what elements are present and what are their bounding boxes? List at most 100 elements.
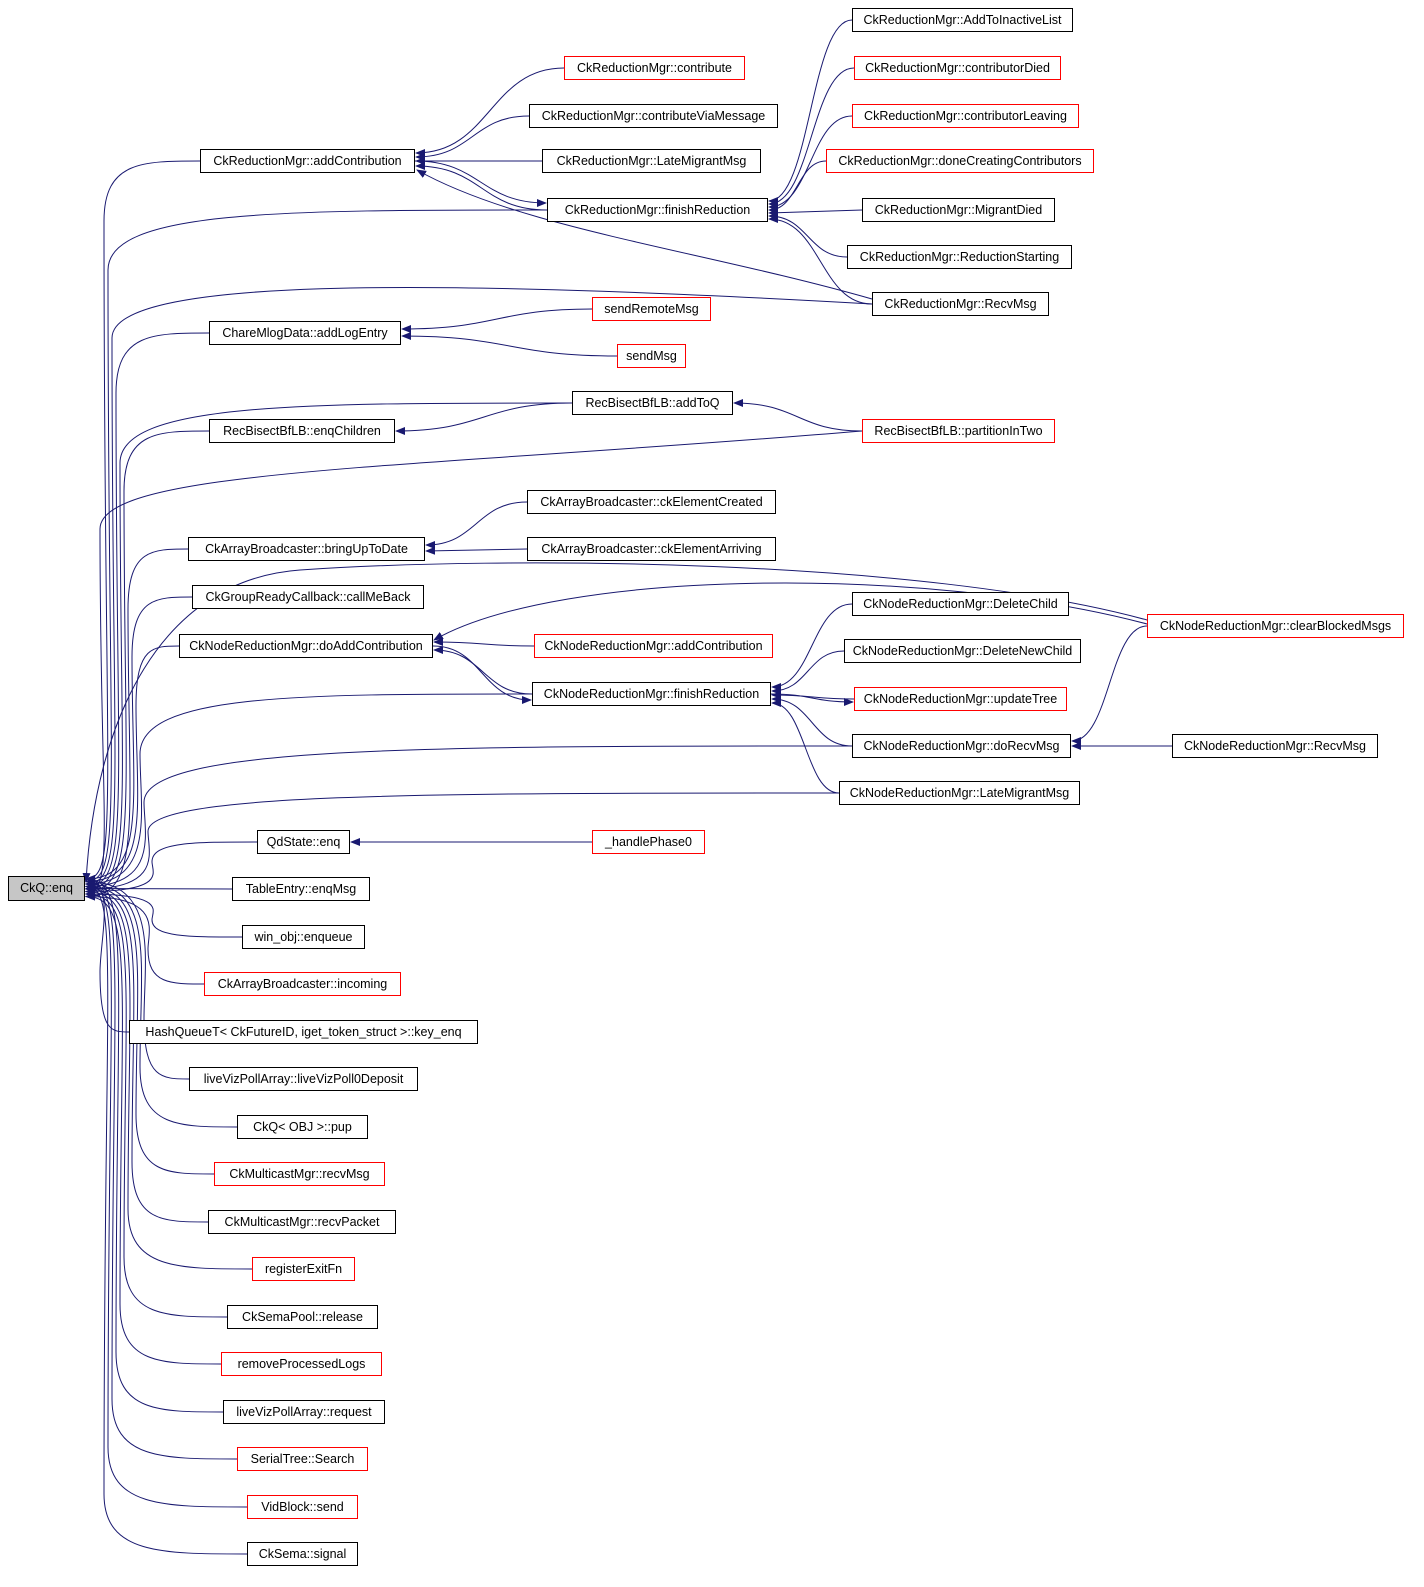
- node-deleteChild[interactable]: CkNodeReductionMgr::DeleteChild: [852, 592, 1069, 616]
- node-contributeViaMessage[interactable]: CkReductionMgr::contributeViaMessage: [529, 104, 778, 128]
- call-edge-send-to-enq: [85, 880, 248, 1508]
- node-finishReduction_n[interactable]: CkNodeReductionMgr::finishReduction: [532, 682, 771, 706]
- node-search[interactable]: SerialTree::Search: [237, 1447, 368, 1471]
- node-recvMsg_n[interactable]: CkNodeReductionMgr::RecvMsg: [1172, 734, 1378, 758]
- call-edge-addToQ-to-enqChildren: [395, 402, 573, 435]
- node-sendMsg[interactable]: sendMsg: [617, 344, 686, 368]
- node-key_enq[interactable]: HashQueueT< CkFutureID, iget_token_struc…: [129, 1020, 478, 1044]
- call-edge-doRecvMsg-to-enq: [85, 745, 853, 891]
- node-reductionStarting[interactable]: CkReductionMgr::ReductionStarting: [847, 245, 1072, 269]
- node-request[interactable]: liveVizPollArray::request: [223, 1400, 385, 1424]
- node-addContribution_n[interactable]: CkNodeReductionMgr::addContribution: [534, 634, 773, 658]
- call-edge-registerExitFn-to-enq: [85, 887, 253, 1270]
- node-partitionInTwo[interactable]: RecBisectBfLB::partitionInTwo: [862, 419, 1055, 443]
- call-edge-doRecvMsg-to-finishReduction_n: [771, 695, 853, 747]
- call-edge-clearBlockedMsgs-to-enq: [82, 562, 1148, 883]
- call-edge-recvPacket-to-enq: [85, 885, 209, 1223]
- call-edge-sendRemoteMsg-to-addLogEntry: [401, 308, 593, 333]
- node-bringUpToDate[interactable]: CkArrayBroadcaster::bringUpToDate: [188, 537, 425, 561]
- node-enqueue[interactable]: win_obj::enqueue: [242, 925, 365, 949]
- call-edge-finishReduction_n-to-updateTree: [770, 693, 854, 706]
- node-doAddContribution[interactable]: CkNodeReductionMgr::doAddContribution: [179, 634, 433, 658]
- node-addToQ[interactable]: RecBisectBfLB::addToQ: [572, 391, 733, 415]
- call-edge-liveVizPoll0Deposit-to-enq: [85, 877, 190, 1080]
- node-qdstate_enq[interactable]: QdState::enq: [257, 830, 350, 854]
- call-edge-recvMsg_mc-to-enq: [85, 882, 215, 1175]
- call-edge-partitionInTwo-to-enq: [85, 430, 863, 898]
- node-pup[interactable]: CkQ< OBJ >::pup: [237, 1115, 368, 1139]
- call-edge-lateMigrantMsg_n-to-enq: [85, 792, 840, 893]
- call-edge-addToInactiveList-to-finishReduction_r: [768, 19, 853, 205]
- node-contributorDied[interactable]: CkReductionMgr::contributorDied: [854, 56, 1061, 80]
- call-edge-migrantDied-to-finishReduction_r: [768, 208, 863, 217]
- call-edge-doneCreatingContributors-to-finishReduction_r: [768, 160, 827, 214]
- node-addContribution_r[interactable]: CkReductionMgr::addContribution: [200, 149, 415, 173]
- call-edge-removeProcessedLogs-to-enq: [85, 892, 222, 1365]
- call-edge-request-to-enq: [85, 875, 224, 1413]
- node-deleteNewChild[interactable]: CkNodeReductionMgr::DeleteNewChild: [844, 639, 1081, 663]
- node-migrantDied[interactable]: CkReductionMgr::MigrantDied: [862, 198, 1055, 222]
- call-edge-deleteNewChild-to-finishReduction_n: [771, 650, 845, 695]
- node-contributorLeaving[interactable]: CkReductionMgr::contributorLeaving: [852, 104, 1079, 128]
- node-incoming[interactable]: CkArrayBroadcaster::incoming: [204, 972, 401, 996]
- node-clearBlockedMsgs[interactable]: CkNodeReductionMgr::clearBlockedMsgs: [1147, 614, 1404, 638]
- call-edge-recvMsg_r-to-addContribution_r: [416, 169, 873, 300]
- call-edge-ckElementArriving-to-bringUpToDate: [425, 546, 528, 555]
- node-finishReduction_r[interactable]: CkReductionMgr::finishReduction: [547, 198, 768, 222]
- call-edge-clearBlockedMsgs-to-doRecvMsg: [1071, 625, 1148, 745]
- node-addLogEntry[interactable]: ChareMlogData::addLogEntry: [209, 321, 401, 345]
- node-enqMsg[interactable]: TableEntry::enqMsg: [232, 877, 370, 901]
- call-edge-recvMsg_r-to-enq: [85, 286, 873, 888]
- node-callMeBack[interactable]: CkGroupReadyCallback::callMeBack: [192, 585, 424, 609]
- call-edge-finishReduction_n-to-doAddContribution: [433, 646, 533, 695]
- call-edge-addLogEntry-to-enq: [85, 332, 210, 891]
- node-addToInactiveList[interactable]: CkReductionMgr::AddToInactiveList: [852, 8, 1073, 32]
- node-recvPacket[interactable]: CkMulticastMgr::recvPacket: [208, 1210, 396, 1234]
- node-recvMsg_r[interactable]: CkReductionMgr::RecvMsg: [872, 292, 1049, 316]
- call-edge-contributeViaMessage-to-addContribution_r: [415, 115, 530, 161]
- call-edge-lateMigrantMsg_n-to-finishReduction_n: [771, 699, 840, 794]
- call-edge-finishReduction_r-to-addContribution_r: [415, 162, 548, 211]
- call-edge-contributorDied-to-finishReduction_r: [768, 67, 855, 208]
- call-edge-addToQ-to-enq: [85, 402, 573, 893]
- node-release[interactable]: CkSemaPool::release: [227, 1305, 378, 1329]
- node-ckElementCreated[interactable]: CkArrayBroadcaster::ckElementCreated: [527, 490, 776, 514]
- node-contribute[interactable]: CkReductionMgr::contribute: [564, 56, 745, 80]
- call-edge-deleteChild-to-finishReduction_n: [771, 603, 853, 691]
- call-edge-sendMsg-to-addLogEntry: [401, 332, 618, 357]
- call-edge-updateTree-to-finishReduction_n: [771, 691, 855, 700]
- node-sendRemoteMsg[interactable]: sendRemoteMsg: [592, 297, 711, 321]
- node-signal[interactable]: CkSema::signal: [247, 1542, 358, 1566]
- node-lateMigrantMsg_n[interactable]: CkNodeReductionMgr::LateMigrantMsg: [839, 781, 1080, 805]
- node-recvMsg_mc[interactable]: CkMulticastMgr::recvMsg: [214, 1162, 385, 1186]
- node-enq: CkQ::enq: [8, 876, 85, 901]
- call-edge-qdstate_enq-to-enq: [85, 841, 258, 896]
- call-edge-enqueue-to-enq: [85, 890, 243, 938]
- call-edge-bringUpToDate-to-enq: [85, 548, 189, 901]
- node-doneCreatingContributors[interactable]: CkReductionMgr::doneCreatingContributors: [826, 149, 1094, 173]
- node-enqChildren[interactable]: RecBisectBfLB::enqChildren: [209, 419, 395, 443]
- node-doRecvMsg[interactable]: CkNodeReductionMgr::doRecvMsg: [852, 734, 1071, 758]
- call-edge-release-to-enq: [85, 890, 228, 1318]
- node-lateMigrantMsg_r[interactable]: CkReductionMgr::LateMigrantMsg: [542, 149, 761, 173]
- node-updateTree[interactable]: CkNodeReductionMgr::updateTree: [854, 687, 1067, 711]
- call-edge-addContribution_r-to-enq: [85, 160, 201, 883]
- node-liveVizPoll0Deposit[interactable]: liveVizPollArray::liveVizPoll0Deposit: [189, 1067, 418, 1091]
- call-edge-ckElementCreated-to-bringUpToDate: [425, 501, 528, 549]
- call-edge-signal-to-enq: [85, 882, 248, 1555]
- call-edge-contributorLeaving-to-finishReduction_r: [768, 115, 853, 211]
- call-edge-partitionInTwo-to-addToQ: [733, 399, 863, 432]
- node-registerExitFn[interactable]: registerExitFn: [252, 1257, 355, 1281]
- call-edge-callMeBack-to-enq: [85, 596, 193, 883]
- node-send[interactable]: VidBlock::send: [247, 1495, 358, 1519]
- call-edge-finishReduction_n-to-enq: [85, 693, 533, 888]
- node-removeProcessedLogs[interactable]: removeProcessedLogs: [221, 1352, 382, 1376]
- call-edge-incoming-to-enq: [85, 892, 205, 985]
- node-handlePhase0[interactable]: _handlePhase0: [592, 830, 705, 854]
- call-edge-pup-to-enq: [85, 880, 238, 1128]
- call-edge-doAddContribution-to-enq: [85, 645, 180, 886]
- call-edge-reductionStarting-to-finishReduction_r: [768, 212, 848, 258]
- call-edge-doAddContribution-to-finishReduction_n: [432, 645, 532, 704]
- node-ckElementArriving[interactable]: CkArrayBroadcaster::ckElementArriving: [527, 537, 776, 561]
